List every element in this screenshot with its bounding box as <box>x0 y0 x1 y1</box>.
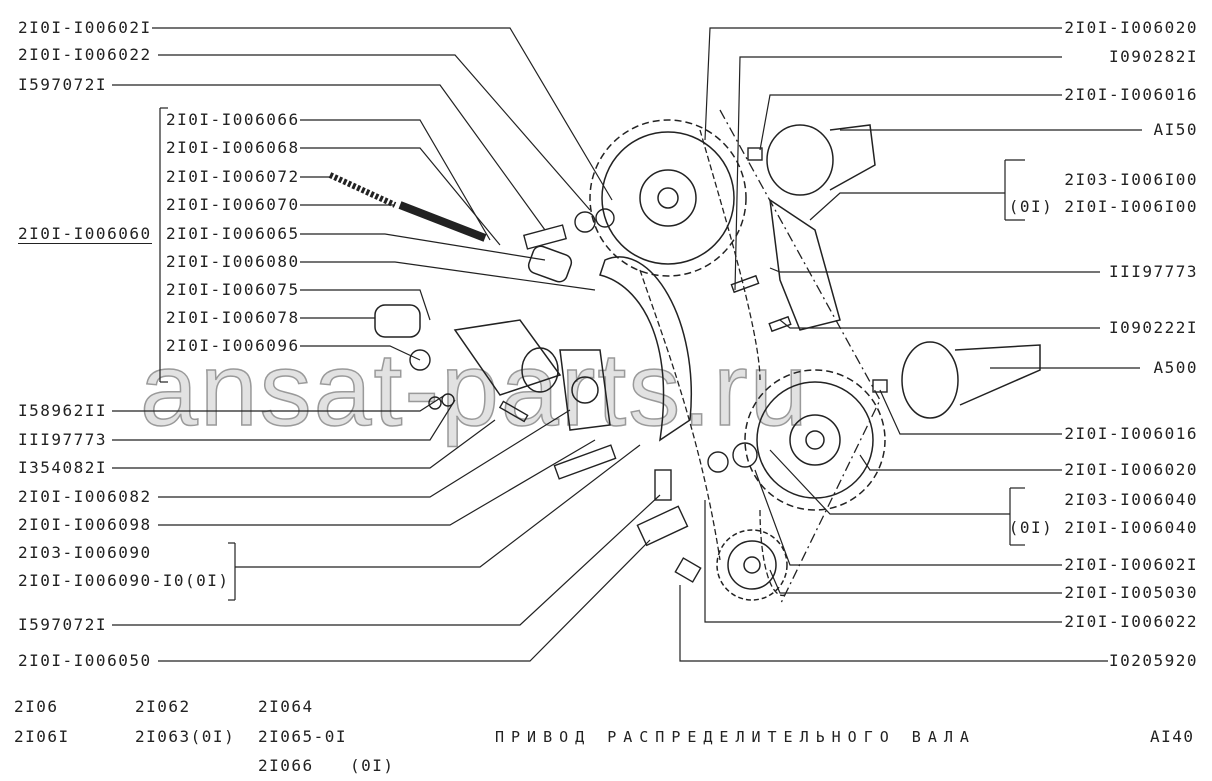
chain-tensioner <box>328 172 611 431</box>
part-label: 2I0I-I006020 <box>1064 18 1198 37</box>
part-label: 2I0I-I006020 <box>1064 460 1198 479</box>
part-label: 2I0I-I006068 <box>166 138 300 157</box>
camshaft-sprocket <box>589 119 747 277</box>
part-label: 2I0I-I00602I <box>1064 555 1198 574</box>
part-label: 2I0I-I006075 <box>166 280 300 299</box>
part-label: I0205920 <box>1108 651 1198 670</box>
fasteners <box>409 147 888 583</box>
part-label: I597072I <box>18 615 108 634</box>
part-label: I090222I <box>1108 318 1198 337</box>
part-label: I354082I <box>18 458 108 477</box>
model-code: 2I06I <box>14 727 70 746</box>
part-label: 2I0I-I005030 <box>1064 583 1198 602</box>
model-code: 2I066 <box>258 756 314 775</box>
part-label: 2I0I-I006082 <box>18 487 152 506</box>
chain-shoe <box>599 256 692 442</box>
part-label: I597072I <box>18 75 108 94</box>
part-label: 2I0I-I006022 <box>18 45 152 64</box>
part-label: 2I0I-I006066 <box>166 110 300 129</box>
model-code: 2I06 <box>14 697 59 716</box>
intermediate-sprocket <box>744 369 886 511</box>
leader-lines-left <box>112 27 661 662</box>
diagram-title: ПРИВОД РАСПРЕДЕЛИТЕЛЬНОГО ВАЛА <box>495 728 976 746</box>
part-label: 2I0I-I006016 <box>1064 85 1198 104</box>
model-code: 2I064 <box>258 697 314 716</box>
part-label: 2I03-I006I00 <box>1064 170 1198 189</box>
part-label: III97773 <box>1108 262 1198 281</box>
part-label: 2I0I-I006016 <box>1064 424 1198 443</box>
model-code: 2I063(0I) <box>135 727 236 746</box>
part-label: 2I03-I006040 <box>1064 490 1198 509</box>
crankshaft-sprocket <box>716 529 788 601</box>
model-code: (0I) <box>350 756 395 775</box>
part-label: 2I0I-I006065 <box>166 224 300 243</box>
oil-pump-drive-gear <box>901 341 1041 419</box>
part-label: 2I0I-I006080 <box>166 252 300 271</box>
part-label: 2I0I-I006022 <box>1064 612 1198 631</box>
part-label: 2I0I-I006078 <box>166 308 300 327</box>
timing-chain <box>639 109 881 606</box>
part-label: 2I0I-I006096 <box>166 336 300 355</box>
part-label: AI50 <box>1153 120 1198 139</box>
page-code: AI40 <box>1150 727 1195 746</box>
part-label: I58962II <box>18 401 108 420</box>
part-label: 2I0I-I006070 <box>166 195 300 214</box>
model-code: 2I062 <box>135 697 191 716</box>
part-label: I090282I <box>1108 47 1198 66</box>
distributor-drive <box>766 124 876 331</box>
model-code: 2I065-0I <box>258 727 348 746</box>
part-label: 2I0I-I006050 <box>18 651 152 670</box>
part-label: (0I) 2I0I-I006I00 <box>1008 197 1198 216</box>
part-label: III97773 <box>18 430 108 449</box>
part-label: A500 <box>1153 358 1198 377</box>
assembly-label: 2I0I-I006060 <box>18 224 152 244</box>
part-label: 2I0I-I006090-I0(0I) <box>18 571 230 590</box>
part-label: 2I0I-I00602I <box>18 18 152 37</box>
part-label: (0I) 2I0I-I006040 <box>1008 518 1198 537</box>
part-label: 2I0I-I006098 <box>18 515 152 534</box>
part-label: 2I03-I006090 <box>18 543 152 562</box>
part-label: 2I0I-I006072 <box>166 167 300 186</box>
watermark: ansat-parts.ru <box>139 332 810 448</box>
leader-lines-right <box>679 27 1142 662</box>
